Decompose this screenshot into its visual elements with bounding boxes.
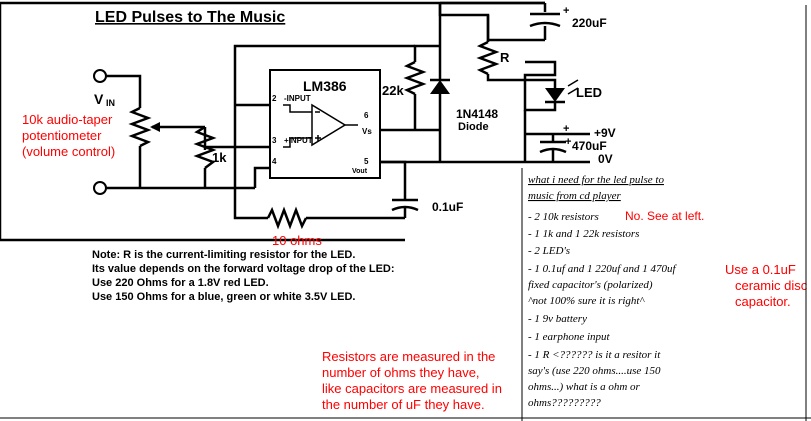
plus-470-mark: + [565, 136, 571, 148]
ic-pin3-label: +INPUT [284, 136, 313, 145]
resistor-10ohm [266, 206, 308, 230]
pot-wiper-arrow [150, 122, 160, 132]
capacitor-01uf [391, 198, 419, 218]
wire-ic-top-loop [233, 44, 415, 188]
wire-10ohm-left [233, 188, 268, 220]
red-pot-note-3: (volume control) [22, 144, 115, 159]
hand-item-6: ^not 100% sure it is right^ [528, 295, 645, 307]
ic-lm386-label: LM386 [303, 78, 347, 94]
hand-item-7: - 1 9v battery [528, 313, 587, 325]
outer-border [0, 3, 405, 242]
label-led: LED [576, 85, 602, 100]
red-ceramic-2: ceramic disc [735, 278, 808, 293]
note-line-1: Note: R is the current-limiting resistor… [92, 249, 355, 261]
wire-pin5-out [380, 160, 407, 200]
ic-pin2-num: 2 [272, 94, 277, 103]
red-ceramic-1: Use a 0.1uF [725, 262, 796, 277]
led-symbol [545, 79, 579, 104]
label-vin-sub: IN [106, 98, 115, 108]
hand-heading-1: what i need for the led pulse to [528, 174, 664, 186]
vin-terminal-bottom [93, 181, 107, 195]
red-explain-4: the number of uF they have. [322, 397, 485, 412]
label-plus9v: +9V [594, 126, 616, 140]
red-explain-3: like capacitors are measured in [322, 381, 502, 396]
label-470uf: 470uF [572, 139, 607, 153]
hand-item-9: - 1 R <?????? is it a resitor it [528, 349, 661, 361]
ic-internal-in1 [283, 104, 312, 113]
red-no-see: No. See at left. [625, 209, 704, 223]
note-line-3: Use 220 Ohms for a 1.8V red LED. [92, 277, 269, 289]
wire-r-to-led [486, 74, 557, 88]
diode-symbol [430, 78, 450, 94]
label-1k: 1k [212, 150, 227, 165]
label-22k: 22k [382, 83, 404, 98]
red-pot-note-1: 10k audio-taper [22, 112, 113, 127]
hand-item-2: - 1 1k and 1 22k resistors [528, 228, 639, 240]
note-line-2: Its value depends on the forward voltage… [92, 263, 395, 275]
ic-pin2-label: -INPUT [284, 94, 311, 103]
hand-item-11: ohms...) what is a ohm or [528, 381, 641, 393]
red-ceramic-3: capacitor. [735, 294, 791, 309]
label-r: R [500, 50, 510, 65]
vin-terminal-top [93, 69, 107, 83]
label-diode: 1N4148 [456, 107, 498, 121]
label-0v: 0V [598, 152, 613, 166]
wire-cap-to-r [438, 3, 545, 42]
wire-led-down [523, 60, 557, 112]
note-line-4: Use 150 Ohms for a blue, green or white … [92, 291, 355, 303]
diagram-title: LED Pulses to The Music [95, 9, 285, 26]
wire-22k-top [413, 44, 440, 62]
resistor-r [476, 40, 500, 76]
resistor-1k [193, 125, 217, 169]
capacitor-470uf [539, 134, 567, 162]
hand-heading-2: music from cd player [528, 190, 621, 202]
ic-pin6-num: 6 [364, 111, 369, 120]
hand-item-12: ohms????????? [528, 397, 601, 409]
plus-9v-mark: + [563, 123, 569, 135]
hand-item-4: - 1 0.1uf and 1 220uf and 1 470uf [528, 263, 678, 275]
hand-item-10: say's (use 220 ohms....use 150 [528, 365, 661, 377]
label-220uf: 220uF [572, 16, 607, 30]
wire-pin4 [253, 166, 270, 188]
ic-pin3-num: 3 [272, 136, 277, 145]
ic-lm386-body [269, 69, 381, 179]
ic-opamp-triangle [311, 103, 347, 147]
potentiometer-10k [128, 106, 152, 148]
label-01uf: 0.1uF [432, 200, 463, 214]
hand-item-3: - 2 LED's [528, 245, 570, 257]
label-vin: V [94, 91, 104, 107]
red-explain-1: Resistors are measured in the [322, 349, 495, 364]
red-explain-2: number of ohms they have, [322, 365, 480, 380]
ic-vout-label: Vout [352, 168, 368, 175]
wire-vin-top [106, 74, 142, 108]
ic-internal-in2 [283, 137, 312, 148]
red-pot-note-2: potentiometer [22, 128, 102, 143]
plus-220: + [563, 5, 569, 17]
hand-item-5: fixed capacitor's (polarized) [528, 279, 653, 291]
ic-vs-label: Vs [362, 127, 372, 136]
ic-pin5-num: 5 [364, 157, 369, 166]
hand-item-1: - 2 10k resistors [528, 211, 599, 223]
ic-pin4-num: 4 [272, 157, 277, 166]
label-diode-sub: Diode [458, 121, 489, 133]
resistor-22k [403, 60, 427, 96]
red-10ohms: 10 ohms [272, 233, 322, 248]
hand-item-8: - 1 earphone input [528, 331, 611, 343]
capacitor-220uf [529, 12, 561, 40]
